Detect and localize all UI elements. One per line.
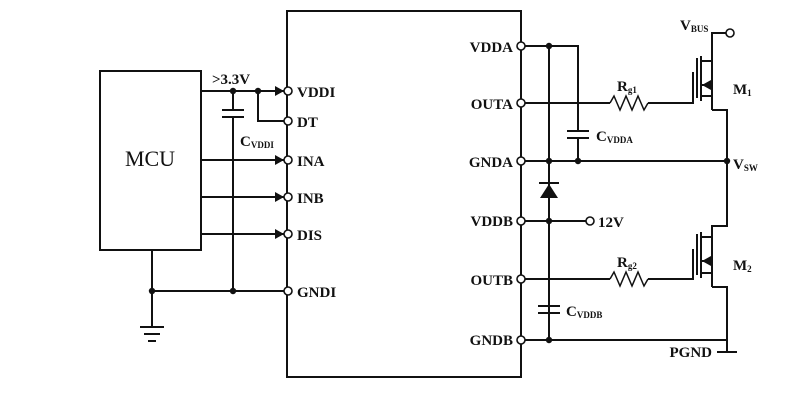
pin-dis xyxy=(283,229,293,239)
label-gndb: GNDB xyxy=(470,333,513,349)
vbus-terminal xyxy=(725,28,735,38)
pin-vddi xyxy=(283,86,293,96)
res-g1-label: Rg1 xyxy=(617,79,637,95)
pin-vdda xyxy=(516,41,526,51)
label-dis: DIS xyxy=(297,228,322,244)
cap-vddi-label: CVDDI xyxy=(240,134,274,150)
label-vdda: VDDA xyxy=(470,40,513,56)
label-vddi: VDDI xyxy=(297,85,335,101)
vddb-supply-label: 12V xyxy=(598,215,624,231)
mcu-label: MCU xyxy=(125,146,175,171)
label-outb: OUTB xyxy=(470,273,513,289)
cap-vdda-label: CVDDA xyxy=(596,129,633,145)
label-inb: INB xyxy=(297,191,324,207)
junction-dots-right xyxy=(545,42,731,344)
pin-outa xyxy=(516,98,526,108)
pin-outb xyxy=(516,274,526,284)
cap-vddb-label: CVDDB xyxy=(566,304,602,320)
mcu-signal-wires xyxy=(140,90,284,342)
m2-label: M2 xyxy=(733,258,752,274)
label-gnda: GNDA xyxy=(469,155,513,171)
output-stage-wires xyxy=(525,32,737,353)
vbus-label: VBUS xyxy=(680,18,708,34)
pin-vddb xyxy=(516,216,526,226)
mcu-block: MCU xyxy=(99,70,202,251)
m2-body-arrow xyxy=(702,256,711,266)
right-pins xyxy=(516,28,735,345)
m1-body-arrow xyxy=(702,80,711,90)
label-dt: DT xyxy=(297,115,318,131)
arrowheads-left xyxy=(275,86,284,239)
supply-voltage-note: >3.3V xyxy=(212,72,250,88)
pin-gndb xyxy=(516,335,526,345)
label-outa: OUTA xyxy=(471,97,513,113)
pin-inb xyxy=(283,192,293,202)
m1-label: M1 xyxy=(733,82,752,98)
pin-ina xyxy=(283,155,293,165)
pin-dt xyxy=(283,116,293,126)
label-vddb: VDDB xyxy=(470,214,513,230)
label-gndi: GNDI xyxy=(297,285,336,301)
res-g2-label: Rg2 xyxy=(617,255,637,271)
pin-gnda xyxy=(516,156,526,166)
pgnd-label: PGND xyxy=(670,345,713,361)
vddb-supply-terminal xyxy=(585,216,595,226)
label-ina: INA xyxy=(297,154,325,170)
vsw-label: VSW xyxy=(733,157,758,173)
bootstrap-diode xyxy=(539,182,559,198)
left-pins xyxy=(283,86,293,296)
junction-dots-left xyxy=(148,87,262,295)
pin-gndi xyxy=(283,286,293,296)
